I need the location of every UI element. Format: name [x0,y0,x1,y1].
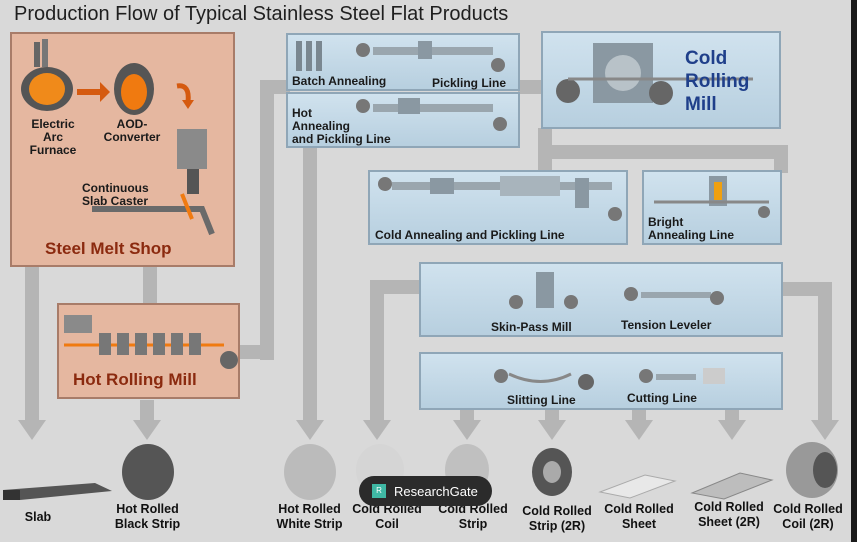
researchgate-logo-icon: R [372,484,386,498]
black-coil-icon [122,444,174,500]
cr-sheet-2r-icon [692,473,772,499]
white-coil-icon [284,444,336,500]
product-slab: Slab [3,510,73,525]
researchgate-label: ResearchGate [394,484,478,499]
researchgate-watermark: R ResearchGate [359,476,492,506]
cr-sheet-icon [600,475,675,498]
